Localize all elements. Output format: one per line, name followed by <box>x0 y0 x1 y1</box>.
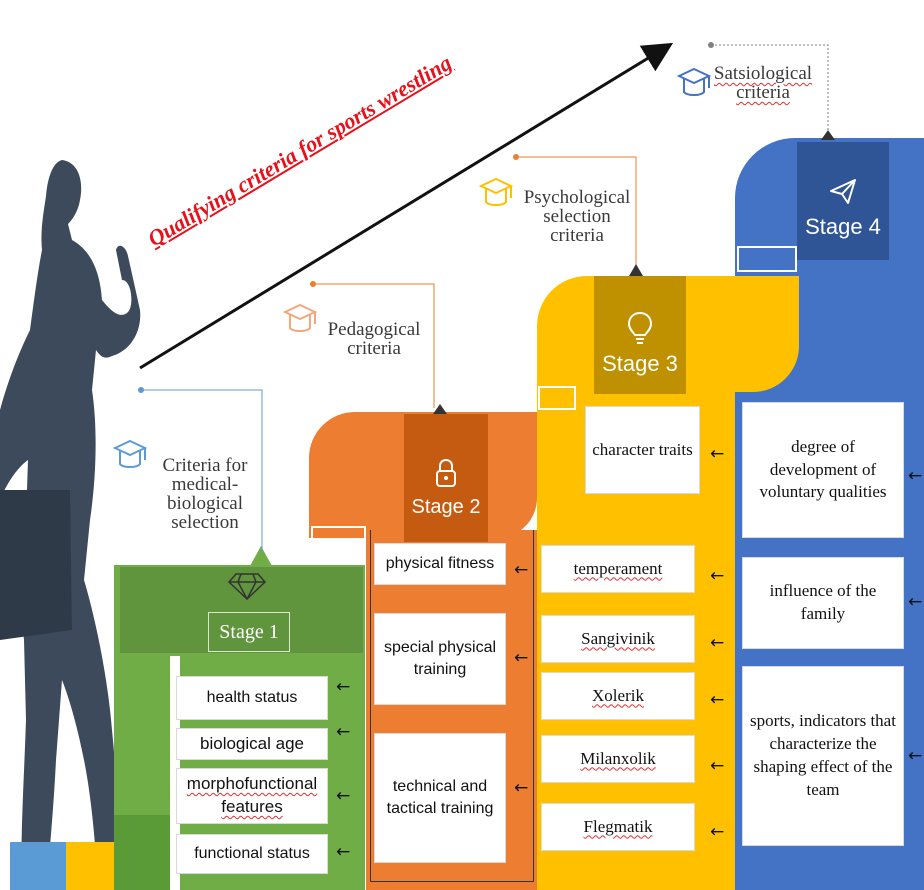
stage2-right-border <box>370 530 534 882</box>
stage2-cap-icon <box>283 303 317 332</box>
bottom-block-blue <box>10 842 66 890</box>
stage1-arrow-4: ← <box>336 842 351 862</box>
stage2-label: Stage 2 <box>404 440 488 536</box>
stage3-item-flegmatik: Flegmatik <box>541 803 695 851</box>
stage3-item-sangivinik: Sangivinik <box>541 615 695 663</box>
stage2-arrow-3: ← <box>514 778 529 798</box>
stage4-item-voluntary-qualities: degree of development of voluntary quali… <box>742 402 904 538</box>
stage3-criteria-label: Psychological selection criteria <box>523 187 631 246</box>
stage1-label: Stage 1 <box>208 612 290 652</box>
stage1-item-functional-status: functional status <box>176 834 328 874</box>
stage3-arrow-1: ← <box>710 444 725 464</box>
stage4-item-team: sports, indicators that characterize the… <box>742 666 904 846</box>
stage4-arrow-3: ← <box>908 746 923 766</box>
lock-icon <box>436 458 456 487</box>
stage4-notch <box>737 246 797 272</box>
stage3-item-milanxolik: Milanxolik <box>541 735 695 783</box>
stage3-arrow-2: ← <box>710 566 725 586</box>
stage2-item-physical-fitness: physical fitness <box>374 543 506 585</box>
person-silhouette <box>0 160 141 890</box>
stage4-cap-icon <box>677 67 711 96</box>
stage4-criteria-label: Satsiological criteria <box>713 63 813 103</box>
stage2-item-technical-tactical: technical and tactical training <box>374 733 506 863</box>
ascending-arrow <box>139 42 674 370</box>
stage1-cap-icon <box>113 439 147 468</box>
stage3-item-temperament: temperament <box>541 545 695 593</box>
stage4-item-family: influence of the family <box>742 557 904 649</box>
stage1-inner-white <box>170 656 180 890</box>
paper-plane-icon <box>830 179 856 204</box>
stage4-arrow-2: ← <box>908 592 923 612</box>
stage1-item-health-status: health status <box>176 676 328 720</box>
stage1-arrow-3: ← <box>336 786 351 806</box>
diamond-icon <box>228 573 266 600</box>
bottom-block-yellow <box>66 842 114 890</box>
stage1-item-morphofunctional: morphofunctional features <box>176 768 328 824</box>
stage3-arrow-5: ← <box>710 756 725 776</box>
stage3-item-xolerik: Xolerik <box>541 672 695 720</box>
lightbulb-icon <box>627 311 653 344</box>
stage4-label: Stage 4 <box>797 160 889 256</box>
stage1-green-accent <box>114 815 170 890</box>
stage3-item-character-traits: character traits <box>585 406 700 494</box>
stage3-cap-icon <box>479 177 513 206</box>
stage3-label: Stage 3 <box>594 296 686 392</box>
stage4-arrow-1: ← <box>908 466 923 486</box>
stage2-criteria-label: Pedagogical criteria <box>327 319 421 359</box>
stage3-arrow-6: ← <box>710 822 725 842</box>
stage1-arrow-2: ← <box>336 722 351 742</box>
stage1-criteria-label: Criteria for medical-biological selectio… <box>162 455 248 533</box>
stage1-item-biological-age: biological age <box>176 728 328 760</box>
stage2-item-special-physical-training: special physical training <box>374 613 506 705</box>
stage3-arrow-4: ← <box>710 690 725 710</box>
stage3-arrow-3: ← <box>710 633 725 653</box>
stage4-header <box>797 142 889 260</box>
stage2-arrow-2: ← <box>514 648 529 668</box>
stage2-arrow-1: ← <box>514 560 529 580</box>
stage1-arrow-1: ← <box>336 677 351 697</box>
stage3-notch <box>538 386 576 410</box>
stage2-notch <box>311 526 366 554</box>
stage1-triangle-pointer <box>250 546 272 566</box>
